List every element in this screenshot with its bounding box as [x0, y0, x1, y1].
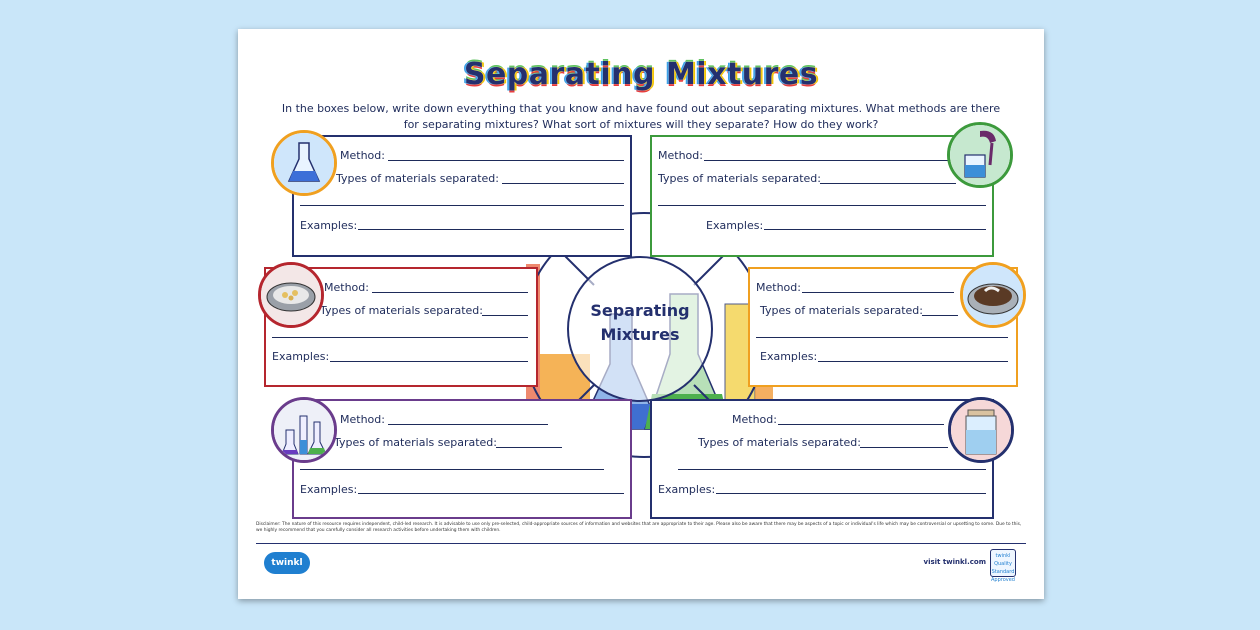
disclaimer: Disclaimer: The nature of this resource … [256, 522, 1022, 533]
blank-line[interactable] [272, 337, 528, 338]
types-line[interactable] [922, 315, 958, 316]
types-label: Types of materials separated: [658, 172, 821, 185]
types-line[interactable] [496, 447, 562, 448]
examples-label: Examples: [272, 350, 330, 363]
examples-line[interactable] [330, 361, 528, 362]
test-tubes-icon [271, 397, 337, 463]
method-line[interactable] [372, 292, 528, 293]
examples-line[interactable] [764, 229, 986, 230]
twinkl-logo[interactable]: twinkl [264, 552, 310, 574]
soil-dish-icon [960, 262, 1026, 328]
examples-label: Examples: [706, 219, 764, 232]
method-label: Method: [732, 413, 777, 426]
types-label: Types of materials separated: [698, 436, 861, 449]
types-line[interactable] [482, 315, 528, 316]
types-line[interactable] [820, 183, 956, 184]
intro-text: In the boxes below, write down everythin… [281, 102, 1001, 131]
box-top-right [650, 135, 994, 257]
method-label: Method: [756, 281, 801, 294]
method-line[interactable] [388, 160, 624, 161]
examples-line[interactable] [358, 493, 624, 494]
pouring-liquid-icon [947, 122, 1013, 188]
blank-line[interactable] [658, 205, 986, 206]
blank-line[interactable] [300, 205, 624, 206]
center-circle [567, 256, 713, 402]
box-bottom-left [292, 399, 632, 519]
examples-label: Examples: [760, 350, 818, 363]
center-title-line1: Separating [590, 301, 690, 320]
visit-link[interactable]: visit twinkl.com [923, 558, 986, 566]
types-label: Types of materials separated: [760, 304, 923, 317]
jar-icon [948, 397, 1014, 463]
box-top-left [292, 135, 632, 257]
quality-badge-icon: twinkl Quality Standard Approved [990, 549, 1016, 583]
method-label: Method: [340, 149, 385, 162]
center-title: Separating Mixtures [570, 299, 710, 347]
examples-line[interactable] [716, 493, 986, 494]
flask-icon [271, 130, 337, 196]
blank-line[interactable] [300, 469, 604, 470]
examples-line[interactable] [358, 229, 624, 230]
footer-divider [256, 543, 1026, 544]
types-label: Types of materials separated: [334, 436, 497, 449]
method-line[interactable] [778, 424, 944, 425]
method-line[interactable] [388, 424, 548, 425]
types-line[interactable] [502, 183, 624, 184]
blank-line[interactable] [678, 469, 986, 470]
examples-line[interactable] [818, 361, 1008, 362]
method-label: Method: [658, 149, 703, 162]
box-bottom-right [650, 399, 994, 519]
examples-label: Examples: [300, 483, 358, 496]
center-title-line2: Mixtures [600, 325, 680, 344]
method-label: Method: [340, 413, 385, 426]
examples-label: Examples: [658, 483, 716, 496]
method-label: Method: [324, 281, 369, 294]
method-line[interactable] [802, 292, 954, 293]
types-line[interactable] [860, 447, 948, 448]
page-title: Separating Mixtures [463, 57, 819, 92]
evaporating-dish-icon [258, 262, 324, 328]
worksheet: Separating Mixtures In the boxes below, … [238, 29, 1044, 599]
blank-line[interactable] [756, 337, 1008, 338]
method-line[interactable] [704, 160, 948, 161]
examples-label: Examples: [300, 219, 358, 232]
types-label: Types of materials separated: [336, 172, 499, 185]
types-label: Types of materials separated: [320, 304, 483, 317]
